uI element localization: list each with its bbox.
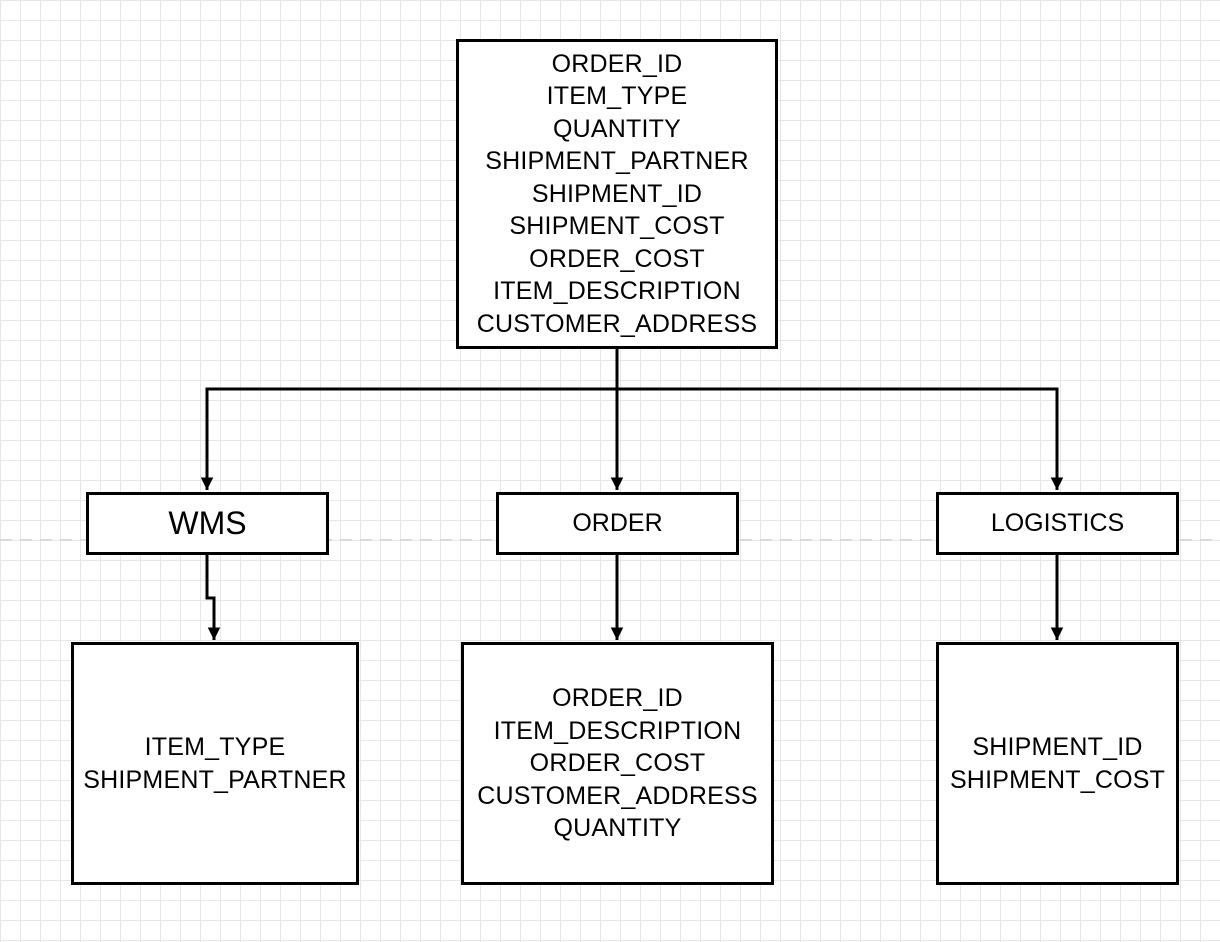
order-field: ORDER_ID: [552, 684, 683, 713]
wms-field-list: ITEM_TYPE SHIPMENT_PARTNER: [83, 731, 346, 796]
order-field: ITEM_DESCRIPTION: [493, 716, 742, 745]
order-field-list: ORDER_ID ITEM_DESCRIPTION ORDER_COST CUS…: [477, 682, 758, 845]
source-field-list: ORDER_ID ITEM_TYPE QUANTITY SHIPMENT_PAR…: [477, 48, 758, 341]
logistics-system-box[interactable]: LOGISTICS: [936, 492, 1179, 555]
source-field: QUANTITY: [552, 114, 681, 143]
wms-system-box[interactable]: WMS: [86, 492, 329, 555]
logistics-fields-box[interactable]: SHIPMENT_ID SHIPMENT_COST: [936, 642, 1179, 885]
order-field: QUANTITY: [553, 814, 682, 843]
connector-wms-to-fields: [205, 554, 221, 640]
connector-source-to-logistics: [617, 387, 1064, 490]
order-system-box[interactable]: ORDER: [496, 492, 739, 555]
source-field: ORDER_COST: [529, 244, 705, 273]
source-field: SHIPMENT_ID: [531, 179, 703, 208]
wms-field: ITEM_TYPE: [144, 733, 286, 761]
logistics-field: SHIPMENT_ID: [972, 733, 1143, 761]
order-field: ORDER_COST: [529, 749, 706, 778]
wms-system-label: WMS: [168, 505, 247, 541]
source-field: ORDER_ID: [551, 49, 683, 78]
source-table-box[interactable]: ORDER_ID ITEM_TYPE QUANTITY SHIPMENT_PAR…: [456, 39, 778, 349]
logistics-field-list: SHIPMENT_ID SHIPMENT_COST: [950, 731, 1165, 796]
source-field: CUSTOMER_ADDRESS: [476, 309, 758, 338]
wms-fields-box[interactable]: ITEM_TYPE SHIPMENT_PARTNER: [71, 642, 359, 885]
logistics-field: SHIPMENT_COST: [949, 765, 1166, 794]
source-field: ITEM_DESCRIPTION: [493, 277, 741, 306]
order-system-label: ORDER: [572, 509, 663, 537]
source-field: SHIPMENT_COST: [509, 212, 725, 241]
order-field: CUSTOMER_ADDRESS: [477, 781, 758, 810]
logistics-system-label: LOGISTICS: [990, 509, 1125, 537]
source-field: SHIPMENT_PARTNER: [485, 147, 749, 176]
order-fields-box[interactable]: ORDER_ID ITEM_DESCRIPTION ORDER_COST CUS…: [461, 642, 774, 885]
wms-field: SHIPMENT_PARTNER: [83, 765, 347, 794]
source-field: ITEM_TYPE: [546, 82, 688, 111]
connector-source-to-wms: [200, 387, 617, 490]
